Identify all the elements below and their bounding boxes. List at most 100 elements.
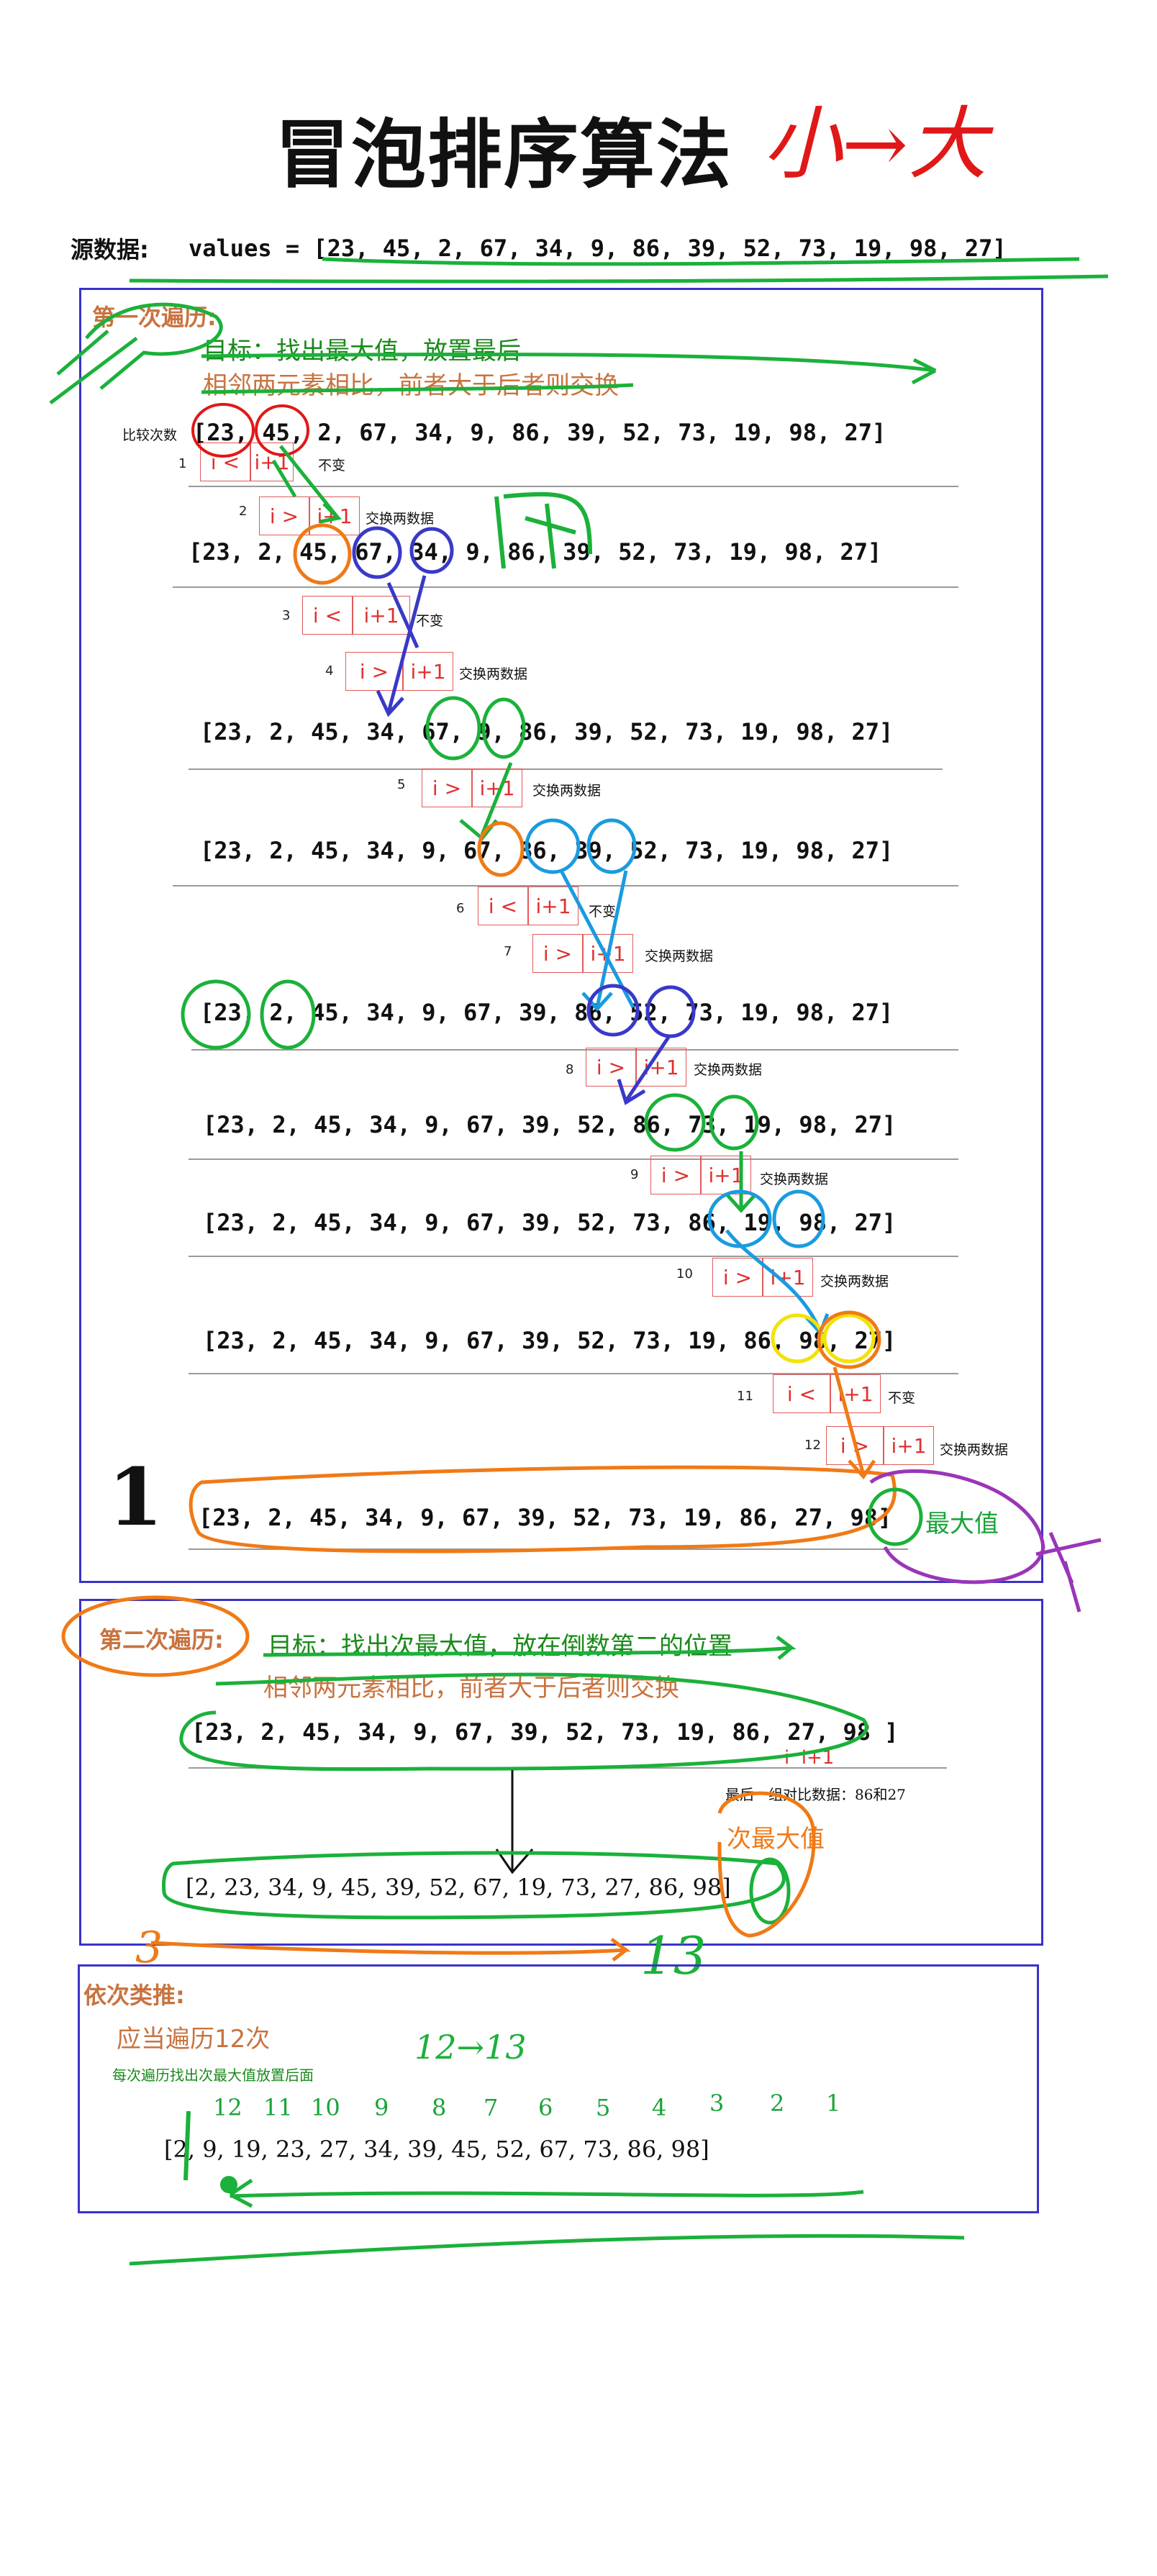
- compare-count-label: 比较次数: [122, 427, 178, 443]
- step-number: 10: [676, 1266, 693, 1282]
- ink-stroke: [129, 274, 1109, 284]
- step-note: 交换两数据: [645, 948, 714, 964]
- index-i: i: [722, 1265, 729, 1289]
- operator: <: [799, 1382, 817, 1406]
- row-divider: [189, 768, 943, 770]
- step-note: 不变: [888, 1390, 916, 1406]
- step-number: 4: [325, 663, 334, 679]
- index-i: i: [269, 504, 276, 528]
- step-number: 9: [630, 1167, 639, 1182]
- step-note: 交换两数据: [940, 1442, 1009, 1458]
- step-note: 交换两数据: [820, 1274, 889, 1289]
- operator: >: [673, 1163, 691, 1187]
- induction-frame: [78, 1964, 1039, 2213]
- handwritten-note: 小→大: [763, 98, 988, 190]
- pass1-row-5: [23, 2, 45, 34, 9, 67, 39, 52, 86, 73, 1…: [203, 1111, 897, 1138]
- step-note: 交换两数据: [694, 1062, 763, 1078]
- pass2-goal: 目标：找出次最大值，放在倒数第二的位置: [268, 1632, 732, 1661]
- row-divider: [191, 1049, 958, 1051]
- pass2-rule: 相邻两元素相比，前者大于后者则交换: [263, 1674, 679, 1702]
- index-i: i: [596, 1055, 602, 1079]
- operator: >: [608, 1055, 626, 1079]
- pass1-row-7: [23, 2, 45, 34, 9, 67, 39, 52, 73, 19, 8…: [203, 1327, 897, 1354]
- pass-order-number: 1: [826, 2090, 841, 2117]
- compare-step-5: i > i+1: [422, 768, 522, 807]
- pass1-rule: 相邻两元素相比，前者大于后者则交换: [203, 371, 619, 400]
- step-note: 不变: [318, 458, 346, 473]
- second-max-label: 次最大值: [727, 1825, 825, 1854]
- operator: >: [555, 941, 573, 966]
- pass-number-mark: 1: [108, 1451, 163, 1543]
- step-note: 交换两数据: [366, 511, 435, 527]
- ink-stroke: [129, 2233, 965, 2266]
- step-number: 6: [456, 901, 465, 916]
- step-note: 交换两数据: [459, 666, 528, 682]
- index-i-plus-1: i+1: [479, 776, 515, 800]
- handwritten-note: 12→13: [414, 2028, 527, 2067]
- row-divider: [189, 1158, 958, 1160]
- max-value-label: 最大值: [925, 1510, 999, 1538]
- compare-step-2: i > i+1: [259, 496, 360, 535]
- step-number: 2: [239, 504, 248, 519]
- operator: >: [371, 659, 389, 684]
- index-i-plus-1: i+1: [535, 894, 571, 918]
- index-i: i: [488, 894, 494, 918]
- source-values: values = [23, 45, 2, 67, 34, 9, 86, 39, …: [189, 235, 1007, 262]
- compare-step-1: i < i+1: [200, 443, 294, 481]
- compare-step-12: i > i+1: [826, 1426, 934, 1465]
- index-i: i: [432, 776, 438, 800]
- pass-order-number: 8: [432, 2094, 447, 2121]
- pass-order-number: 7: [484, 2094, 499, 2121]
- step-note: 不变: [589, 904, 617, 920]
- index-i-plus-1: i+1: [590, 941, 626, 966]
- index-i: i: [543, 941, 549, 966]
- pass2-row-after: [2, 23, 34, 9, 45, 39, 52, 67, 19, 73, 2…: [186, 1874, 731, 1901]
- index-i: i: [786, 1382, 793, 1406]
- row-divider: [189, 1373, 958, 1374]
- index-i-plus-1: i+1: [363, 603, 399, 627]
- pass-order-number: 10: [311, 2094, 340, 2121]
- step-note: 交换两数据: [532, 783, 602, 799]
- step-number: 1: [178, 456, 187, 471]
- final-sorted-row: [2, 9, 19, 23, 27, 34, 39, 45, 52, 67, 7…: [164, 2136, 709, 2163]
- pass1-heading: 第一次遍历:: [92, 304, 217, 331]
- operator: <: [222, 450, 240, 474]
- step-number: 7: [504, 944, 512, 959]
- handwritten-number: 13: [640, 1926, 707, 1986]
- operator: >: [444, 776, 462, 800]
- pass1-row-0: [23, 45, 2, 67, 34, 9, 86, 39, 52, 73, 1…: [193, 419, 886, 446]
- step-number: 3: [282, 608, 291, 623]
- index-i: i: [312, 603, 319, 627]
- pass2-index-labels: i i+1: [784, 1747, 835, 1769]
- page-title: 冒泡排序算法: [274, 111, 732, 199]
- compare-step-8: i > i+1: [586, 1048, 686, 1087]
- index-i-plus-1: i+1: [770, 1265, 806, 1289]
- operator: <: [325, 603, 342, 627]
- index-i-plus-1: i+1: [708, 1163, 744, 1187]
- index-i-plus-1: i+1: [643, 1055, 679, 1079]
- operator: >: [281, 504, 299, 528]
- row-divider: [189, 486, 958, 487]
- operator: >: [735, 1265, 753, 1289]
- pass-order-number: 4: [652, 2094, 667, 2121]
- row-divider: [173, 586, 958, 588]
- compare-step-9: i > i+1: [650, 1156, 751, 1194]
- compare-step-4: i > i+1: [345, 652, 453, 691]
- pass-order-number: 11: [263, 2094, 293, 2121]
- index-i: i: [210, 450, 217, 474]
- ink-stroke: [1035, 1532, 1102, 1613]
- index-i-plus-1: i+1: [838, 1382, 874, 1406]
- source-label: 源数据:: [71, 236, 149, 263]
- step-note: 不变: [416, 613, 444, 629]
- index-i: i: [840, 1433, 846, 1458]
- operator: >: [852, 1433, 870, 1458]
- pass1-row-8: [23, 2, 45, 34, 9, 67, 39, 52, 73, 19, 8…: [199, 1504, 892, 1531]
- row-divider: [189, 1256, 958, 1257]
- index-i: i: [359, 659, 366, 684]
- step-number: 12: [804, 1438, 821, 1453]
- pass-order-number: 6: [538, 2094, 553, 2121]
- induction-heading: 依次类推:: [83, 1982, 185, 2009]
- step-number: 11: [737, 1389, 753, 1404]
- pass-order-number: 3: [709, 2090, 725, 2117]
- pass-order-number: 9: [374, 2094, 389, 2121]
